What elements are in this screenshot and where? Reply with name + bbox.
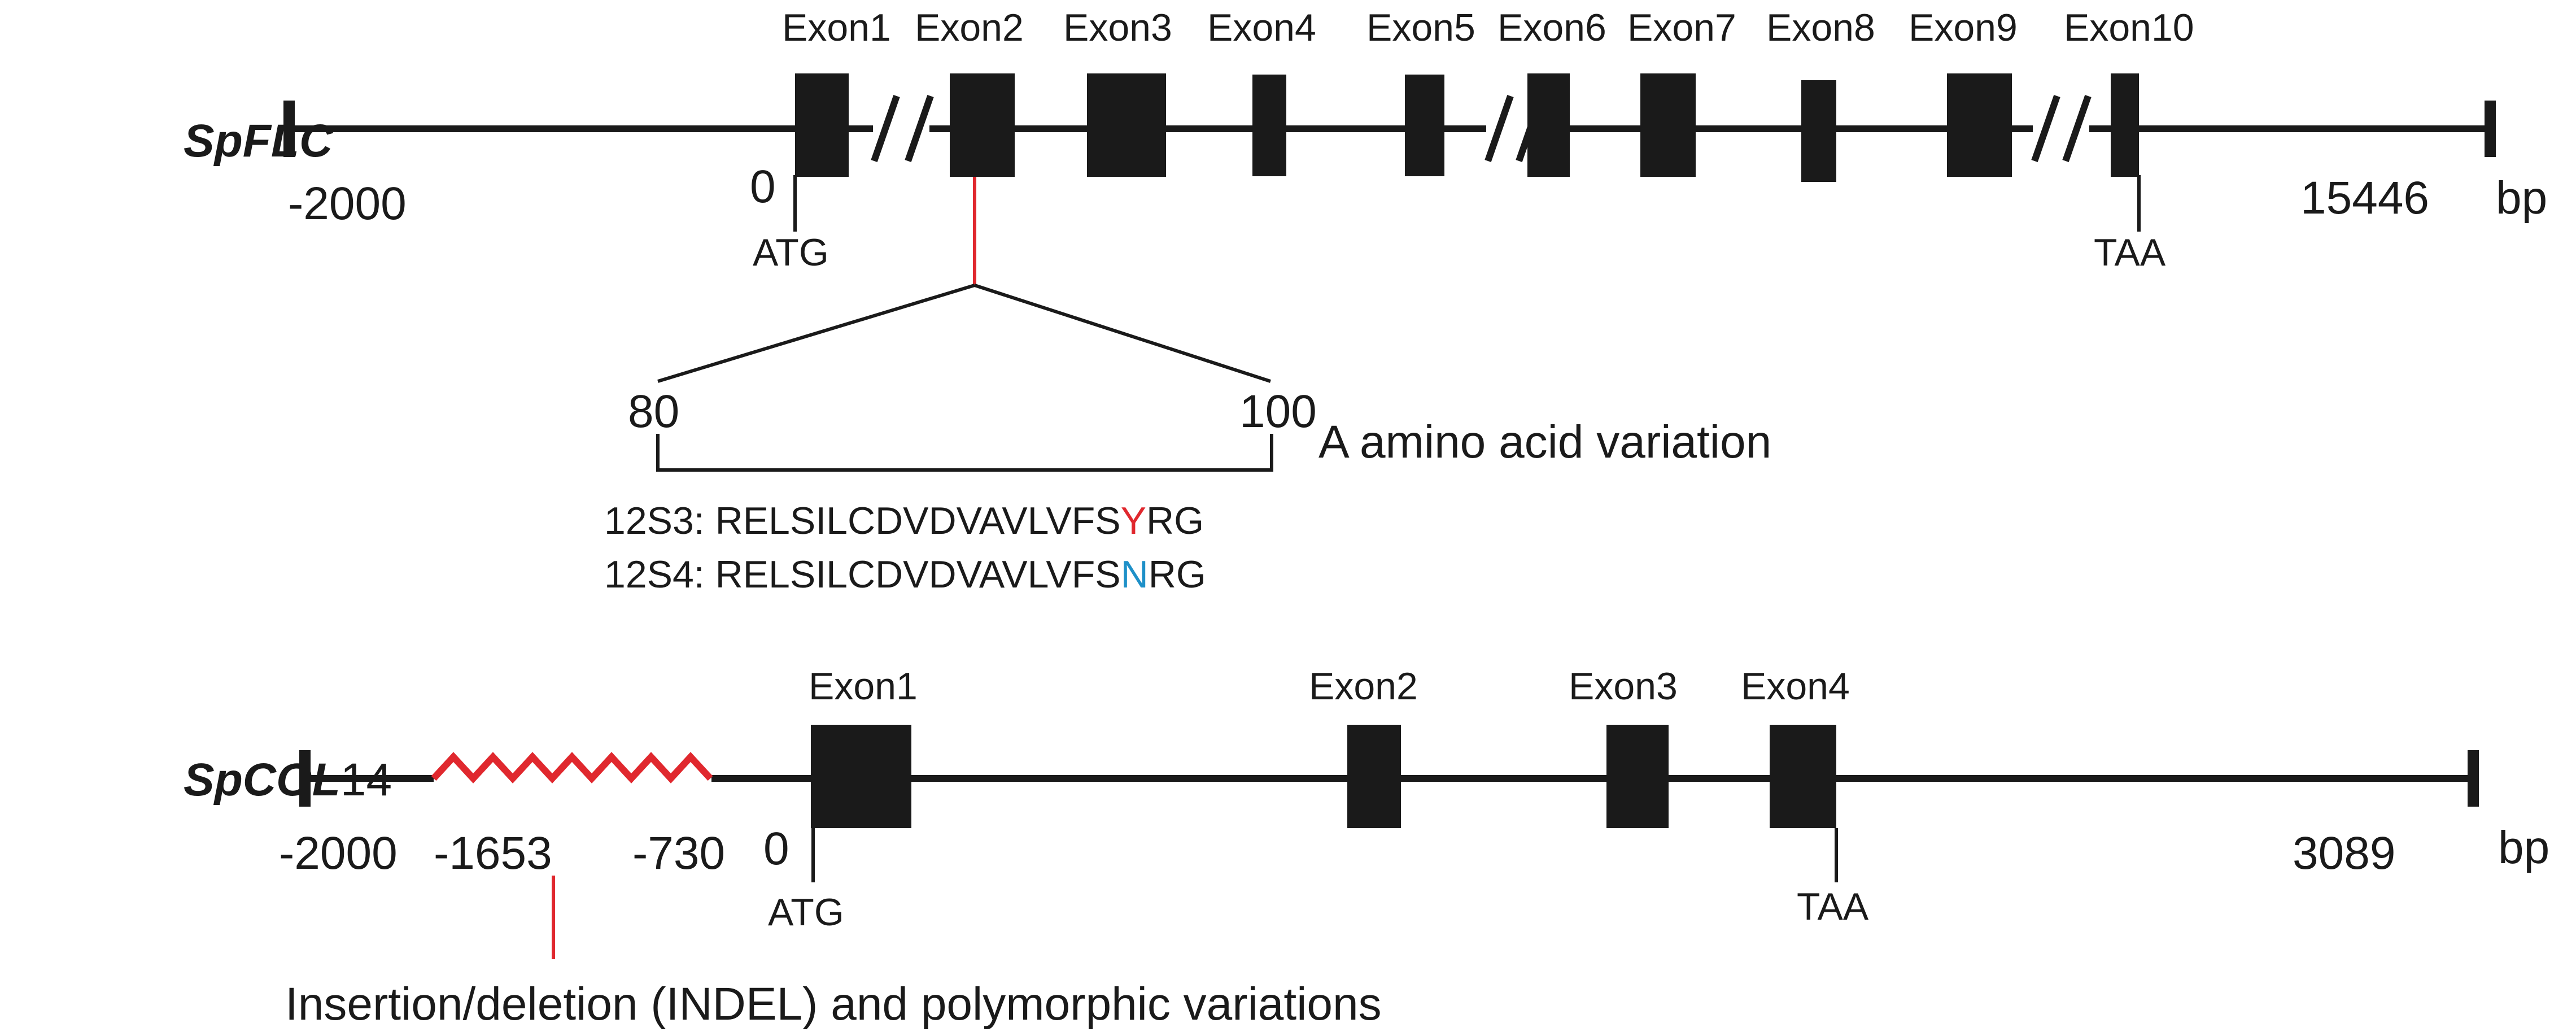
spflc-seq-12s4-prefix: 12S4: RELSILCDVDVAVLVFS <box>604 553 1121 596</box>
spflc-exon-3 <box>1087 73 1166 177</box>
spflc-exon-label-8: Exon8 <box>1766 6 1875 49</box>
spflc-exon-label-9: Exon9 <box>1909 6 2018 49</box>
spflc-break-mark-3 <box>2031 90 2092 169</box>
spcol14-exon-label-2: Exon2 <box>1309 665 1418 708</box>
spflc-exon-label-6: Exon6 <box>1497 6 1606 49</box>
spcol14-position-indel-end: -730 <box>632 828 725 879</box>
spflc-position-start: -2000 <box>288 178 407 229</box>
spflc-seq-12s3-suffix: RG <box>1146 499 1204 542</box>
spflc-seq-12s4-suffix: RG <box>1149 553 1206 596</box>
spflc-break-mark-1 <box>871 90 934 169</box>
spflc-end-cap <box>2485 101 2496 157</box>
spflc-seq-12s3-prefix: 12S3: RELSILCDVDVAVLVFS <box>604 499 1121 542</box>
spcol14-end-cap <box>2468 750 2479 807</box>
spflc-sequence-12s4: 12S4: RELSILCDVDVAVLVFSNRG <box>604 553 1206 596</box>
spflc-exon-1 <box>795 73 849 177</box>
spflc-zoom-start: 80 <box>628 386 679 437</box>
spflc-exon-4 <box>1252 75 1286 176</box>
spflc-position-zero: 0 <box>750 161 776 212</box>
spflc-gene-label: SpFLC <box>184 115 334 167</box>
spflc-exon-10 <box>2111 73 2139 177</box>
spcol14-exon-label-4: Exon4 <box>1741 665 1850 708</box>
spcol14-unit: bp <box>2498 822 2549 873</box>
spflc-exon-6 <box>1527 73 1570 177</box>
spcol14-position-end: 3089 <box>2293 828 2395 879</box>
spflc-exon-label-4: Exon4 <box>1207 6 1316 49</box>
spcol14-exon-2 <box>1347 725 1401 828</box>
spflc-unit: bp <box>2496 172 2547 224</box>
spflc-exon-8 <box>1801 80 1836 182</box>
spflc-exon-label-5: Exon5 <box>1366 6 1475 49</box>
spflc-exon-label-1: Exon1 <box>782 6 891 49</box>
spflc-exon-2 <box>950 73 1015 177</box>
spflc-start-codon: ATG <box>753 231 829 274</box>
spflc-variation-label: A amino acid variation <box>1318 416 1771 468</box>
spflc-sequence-12s3: 12S3: RELSILCDVDVAVLVFSYRG <box>604 499 1204 542</box>
spcol14-gene-structure: SpCOL14 Exon1 Exon2 Exon3 Exon4 -2000 -1… <box>184 665 2549 1030</box>
spcol14-position-start: -2000 <box>279 828 398 879</box>
spflc-exon-5 <box>1405 75 1444 176</box>
spcol14-exon-label-3: Exon3 <box>1569 665 1678 708</box>
spcol14-start-codon: ATG <box>768 891 844 934</box>
spflc-exon-9 <box>1947 73 2012 177</box>
spflc-zoom-line-right <box>974 284 1271 383</box>
spflc-seq-12s3-variant: Y <box>1121 499 1146 542</box>
spflc-start-cap <box>283 101 295 157</box>
spflc-stop-codon: TAA <box>2094 231 2166 274</box>
spflc-zoom-end: 100 <box>1239 386 1317 437</box>
spflc-exon-label-2: Exon2 <box>915 6 1024 49</box>
spcol14-exon-1 <box>811 725 911 828</box>
spcol14-exon-3 <box>1606 725 1669 828</box>
spflc-zoom-bracket <box>656 434 1273 472</box>
spcol14-exon-4 <box>1770 725 1836 828</box>
spflc-exon-7 <box>1640 73 1696 177</box>
spflc-exon-label-3: Exon3 <box>1063 6 1172 49</box>
spcol14-position-indel-start: -1653 <box>434 828 552 879</box>
spflc-position-end: 15446 <box>2300 172 2429 224</box>
spcol14-exon-label-1: Exon1 <box>809 665 918 708</box>
spcol14-start-cap <box>299 750 311 807</box>
spflc-exon-label-7: Exon7 <box>1627 6 1736 49</box>
spcol14-indel-label: Insertion/deletion (INDEL) and polymorph… <box>285 978 1382 1030</box>
spflc-exon-label-10: Exon10 <box>2064 6 2194 49</box>
spcol14-indel-zigzag <box>431 752 713 783</box>
spflc-zoom-line-left <box>657 284 975 383</box>
spcol14-stop-codon: TAA <box>1797 885 1869 928</box>
spflc-seq-12s4-variant: N <box>1121 553 1149 596</box>
spcol14-position-zero: 0 <box>763 823 789 874</box>
spflc-gene-structure: SpFLC Exon1 <box>184 6 2547 596</box>
